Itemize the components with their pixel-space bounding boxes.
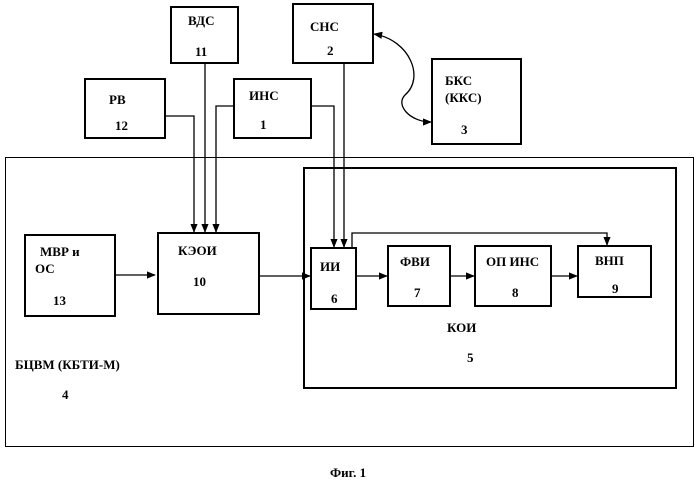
block-vnp-num: 9 <box>612 281 619 296</box>
koi-num: 5 <box>467 350 474 365</box>
block-sns-num: 2 <box>327 43 334 58</box>
block-bks-name-line1: БКС <box>445 73 472 88</box>
block-ins-name: ИНС <box>249 88 279 103</box>
block-fvi-num: 7 <box>414 285 421 300</box>
block-bks-num: 3 <box>461 122 468 137</box>
block-sns-name: СНС <box>310 19 339 34</box>
bcvm-num: 4 <box>62 387 69 402</box>
koi-label: КОИ <box>447 320 476 335</box>
block-opins-name: ОП ИНС <box>486 254 539 269</box>
block-fvi: ФВИ 7 <box>387 245 451 307</box>
block-vnp: ВНП 9 <box>577 245 652 298</box>
block-vds-num: 11 <box>195 44 207 59</box>
arrow-rv-keoi <box>166 116 194 232</box>
block-ii-num: 6 <box>331 291 338 306</box>
arrow-ins-keoi-a <box>216 106 233 232</box>
block-rv-num: 12 <box>115 118 128 133</box>
block-ins-num: 1 <box>260 117 267 132</box>
figure-caption: Фиг. 1 <box>330 465 366 480</box>
block-mvr-name-line1: МВР и <box>40 244 80 259</box>
block-opins: ОП ИНС 8 <box>474 245 552 307</box>
bcvm-label: БЦВМ (КБТИ-М) <box>15 357 120 372</box>
block-bks: БКС (ККС) 3 <box>431 58 522 145</box>
block-vds-name: ВДС <box>188 13 215 28</box>
block-mvr-name-line2: ОС <box>35 261 55 276</box>
block-keoi: КЭОИ 10 <box>157 232 260 315</box>
block-keoi-name: КЭОИ <box>178 243 217 258</box>
block-mvr-num: 13 <box>53 293 66 308</box>
block-opins-num: 8 <box>512 285 519 300</box>
block-vnp-name: ВНП <box>595 253 624 268</box>
block-mvr: МВР и ОС 13 <box>24 234 116 317</box>
arrow-sns-bks <box>374 34 431 122</box>
block-bks-name-line2: (ККС) <box>445 90 482 105</box>
block-sns: СНС 2 <box>292 3 374 64</box>
block-rv: РВ 12 <box>84 78 166 139</box>
block-rv-name: РВ <box>109 92 126 107</box>
block-ii: ИИ 6 <box>310 247 357 310</box>
block-ii-name: ИИ <box>320 259 340 274</box>
arrow-ins-ii <box>312 106 334 247</box>
block-keoi-num: 10 <box>193 274 206 289</box>
block-vds: ВДС 11 <box>170 6 239 64</box>
block-ins: ИНС 1 <box>233 78 312 139</box>
block-fvi-name: ФВИ <box>400 254 430 269</box>
